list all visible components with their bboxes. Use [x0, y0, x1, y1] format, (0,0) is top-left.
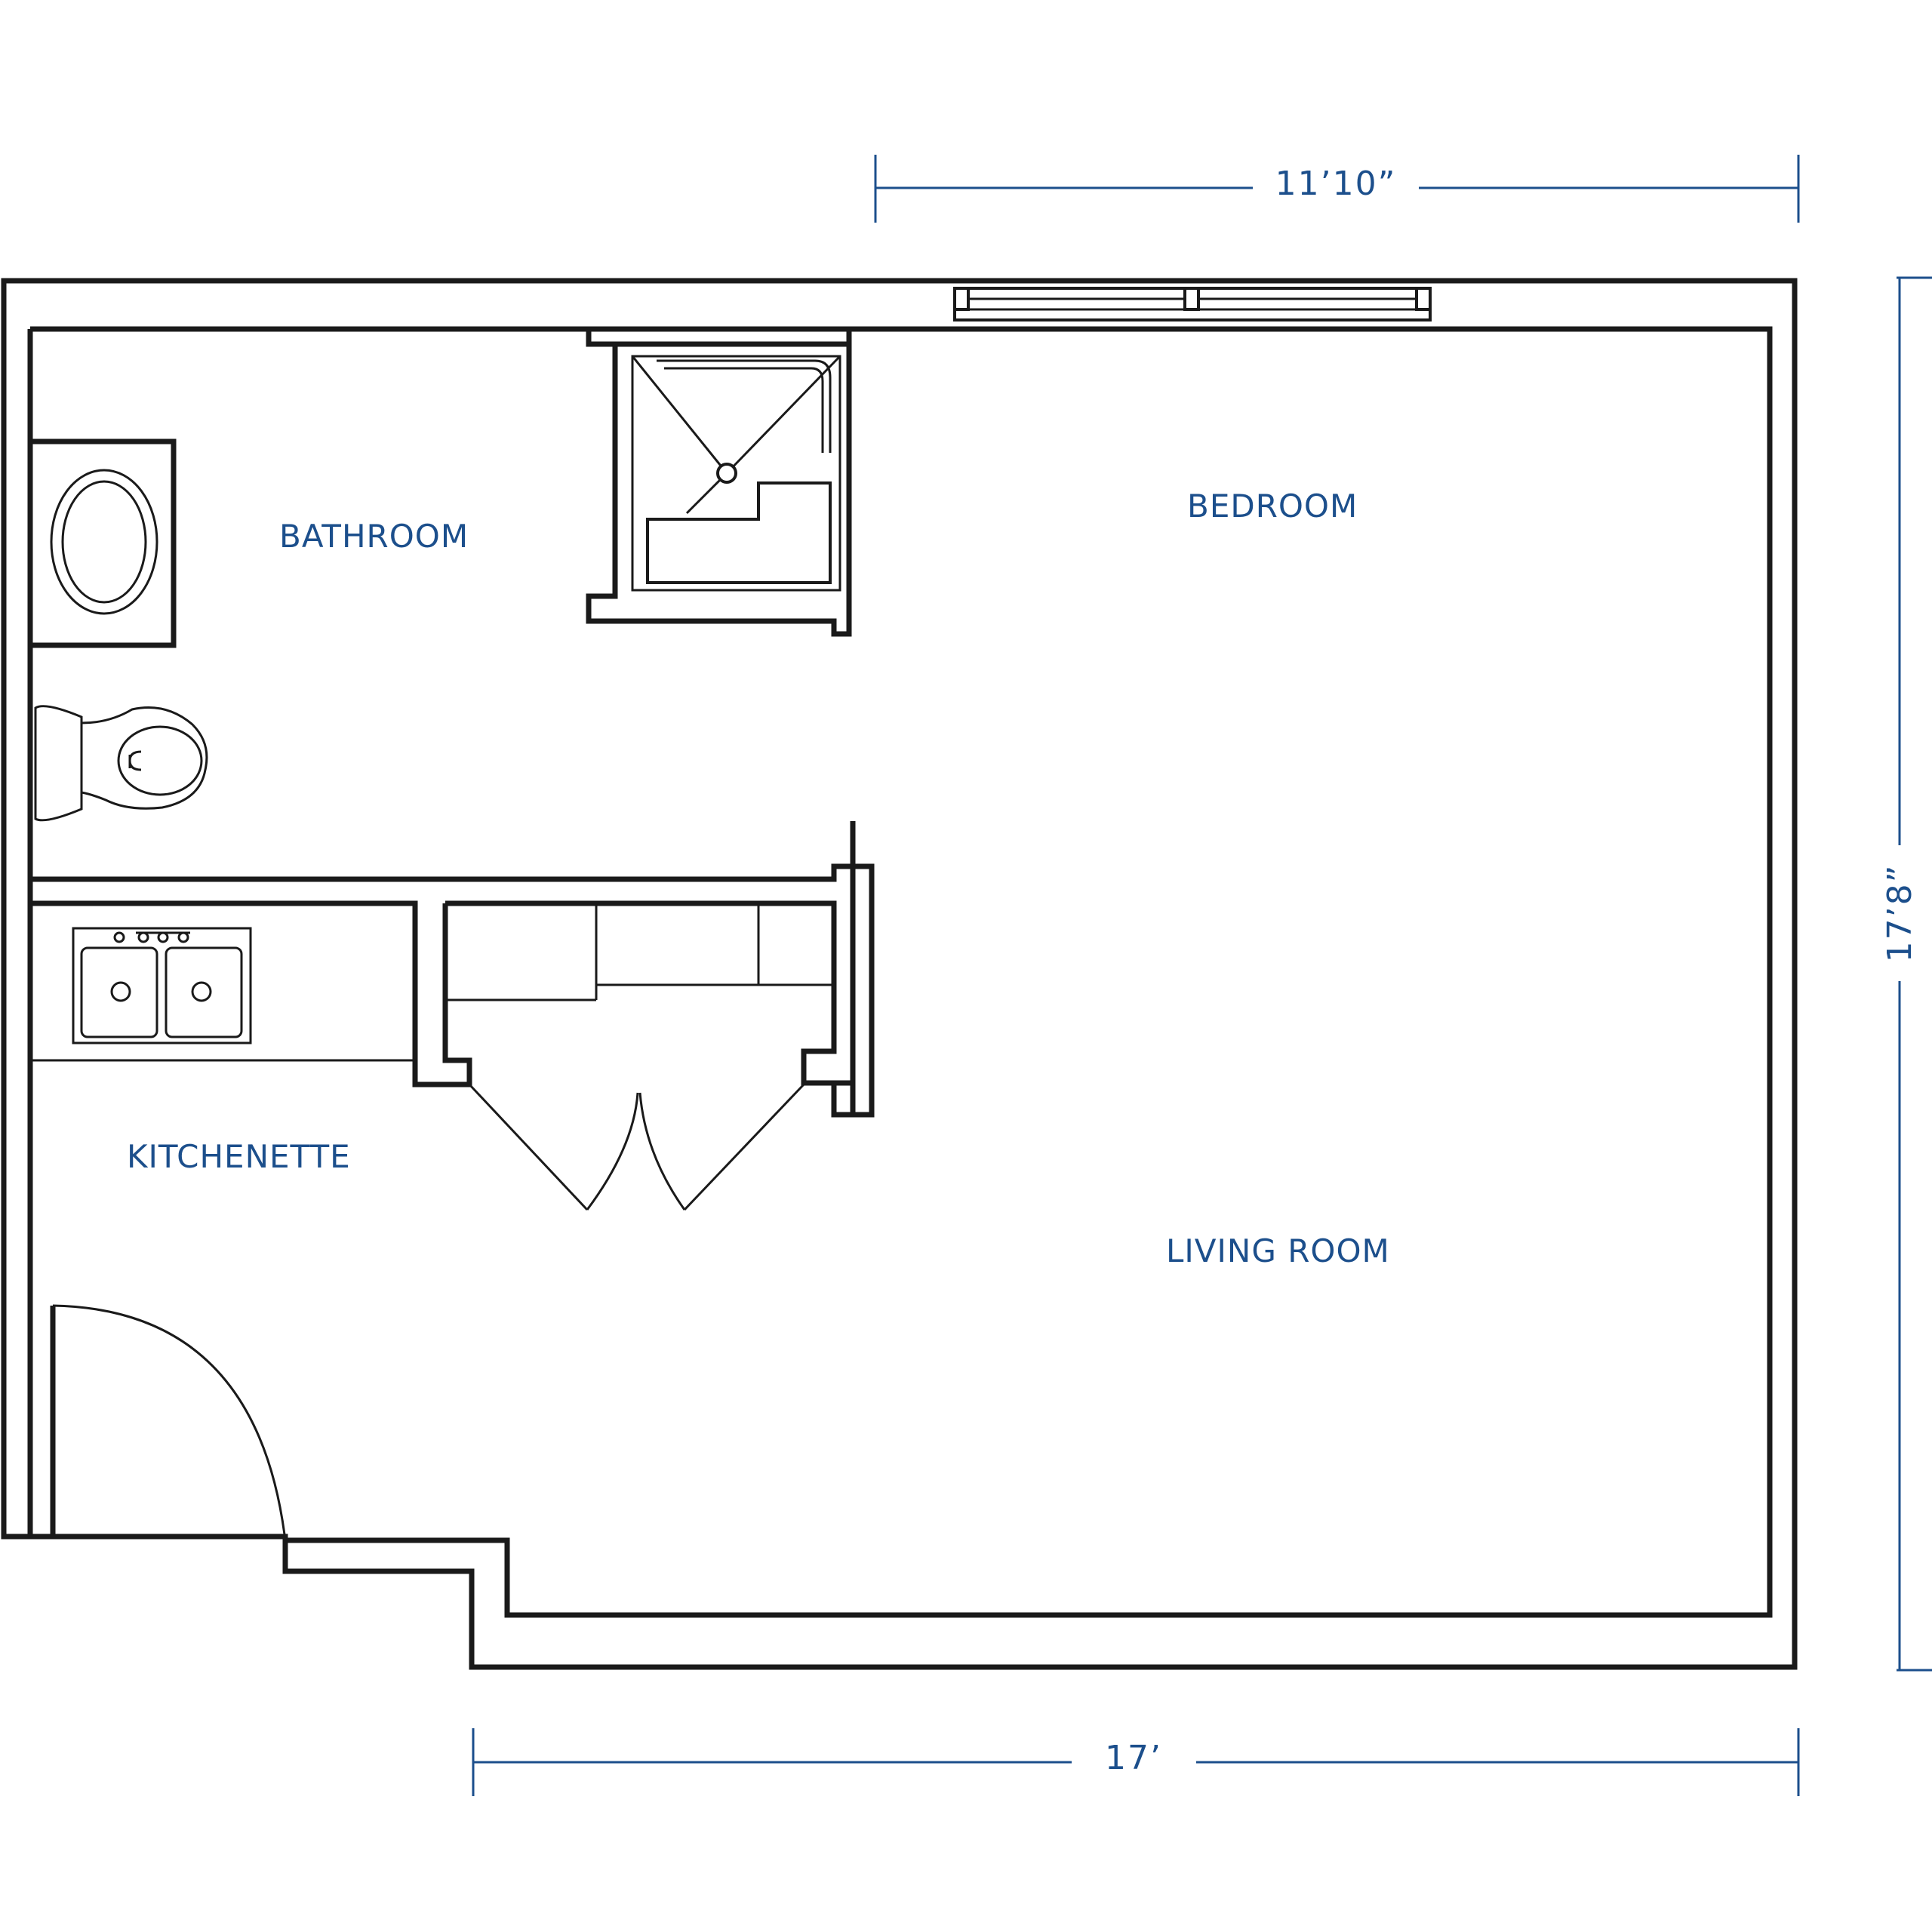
dimension-top-label: 11’10” [1275, 165, 1397, 203]
shower [586, 329, 852, 637]
window [953, 287, 1432, 321]
entry-door [52, 1304, 287, 1541]
vanity-sink [27, 438, 177, 648]
bathroom-walls [30, 821, 875, 1118]
dimension-bottom: 17’ [472, 1728, 1800, 1796]
room-label-living-room: LIVING ROOM [1166, 1232, 1390, 1269]
room-label-kitchenette: KITCHENETTE [127, 1138, 351, 1175]
dimension-right-label: 17’8” [1881, 864, 1919, 963]
dimension-right: 17’8” [1881, 276, 1932, 1672]
dimension-top: 11’10” [874, 155, 1800, 223]
room-label-bathroom: BATHROOM [279, 518, 469, 555]
room-label-bedroom: BEDROOM [1187, 488, 1358, 525]
exterior-walls [1, 278, 1798, 1670]
dimension-bottom-label: 17’ [1105, 1739, 1162, 1777]
double-sink [72, 927, 252, 1044]
toilet [34, 705, 208, 822]
closet [445, 900, 837, 1211]
